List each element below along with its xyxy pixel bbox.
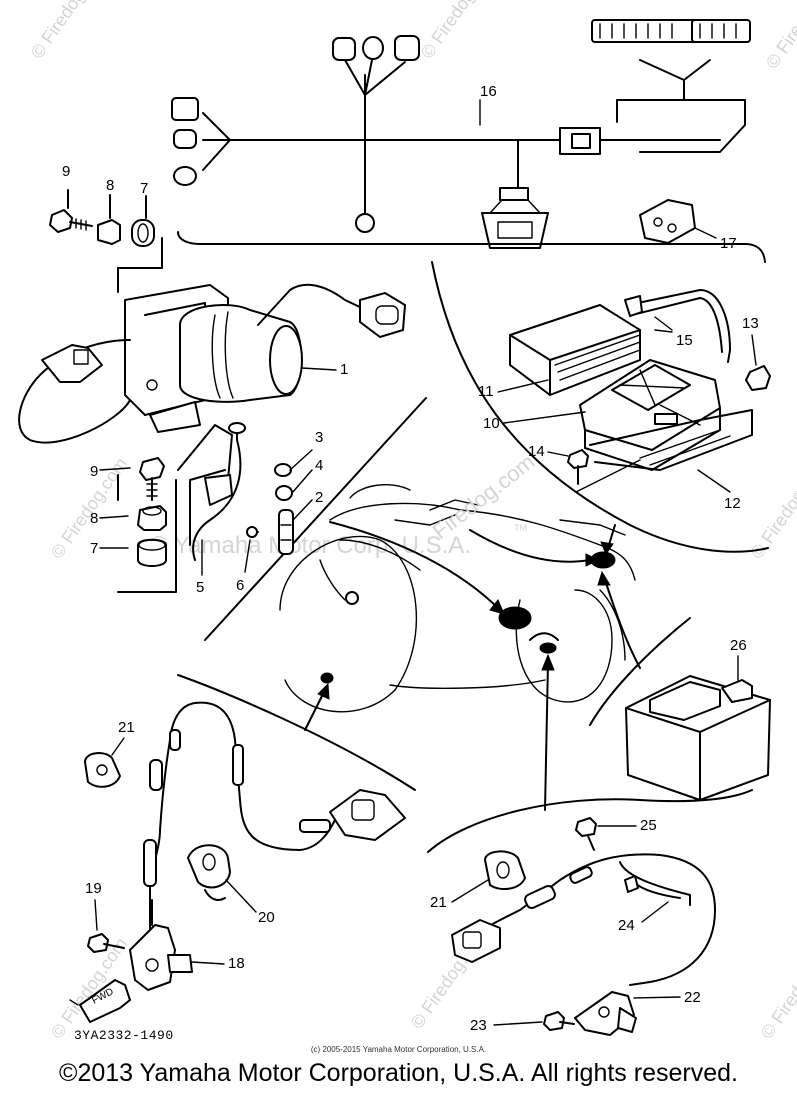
watermark-firedog: © Firedog.com [757, 934, 797, 1042]
fastener-set-lower [99, 457, 177, 593]
callout-21-right: 21 [430, 894, 447, 911]
callout-25: 25 [640, 817, 657, 834]
ecu-assembly [509, 289, 771, 493]
callout-3: 3 [315, 429, 323, 446]
copyright-footer: ©2013 Yamaha Motor Corporation, U.S.A. A… [59, 1059, 738, 1087]
callout-12: 12 [724, 495, 741, 512]
callout-24: 24 [618, 917, 635, 934]
callout-15: 15 [676, 332, 693, 349]
callout-7-upper: 7 [140, 180, 148, 197]
section-dividers [177, 231, 769, 853]
callout-14: 14 [528, 443, 545, 460]
wire-harness-16 [171, 19, 751, 249]
bracket-set [177, 424, 313, 576]
rear-sensor-group [451, 817, 716, 1036]
callout-5: 5 [196, 579, 204, 596]
small-copyright-line: (c) 2005-2015 Yamaha Motor Corporation, … [310, 1045, 487, 1054]
callout-22: 22 [684, 989, 701, 1006]
watermark-firedog: © Firedog.com [27, 0, 111, 62]
part-26-box [625, 675, 771, 801]
callout-20: 20 [258, 909, 275, 926]
callout-6: 6 [236, 577, 244, 594]
part-1-sensor-unit [18, 283, 406, 561]
callout-13: 13 [742, 315, 759, 332]
callout-10: 10 [483, 415, 500, 432]
trademark-mark: TM [514, 523, 527, 533]
watermark-firedog: © Firedog.com [417, 0, 501, 62]
callout-18: 18 [228, 955, 245, 972]
callout-4: 4 [315, 457, 323, 474]
watermark-firedog: © Firedog.com [747, 454, 797, 562]
callout-19: 19 [85, 880, 102, 897]
callout-17: 17 [720, 235, 737, 252]
watermark-firedog: © Firedog.com [762, 0, 797, 72]
callout-8-upper: 8 [106, 177, 114, 194]
callout-11: 11 [478, 383, 494, 400]
callout-8-lower: 8 [90, 510, 98, 527]
diagram-reference-code: 3YA2332-1490 [74, 1028, 174, 1043]
callout-2: 2 [315, 489, 323, 506]
part-17-connector [639, 199, 717, 244]
motorcycle-outline [279, 484, 641, 811]
front-sensor-group [69, 701, 406, 1023]
callout-7-lower: 7 [90, 540, 98, 557]
callout-16: 16 [480, 83, 497, 100]
callout-9-upper: 9 [62, 163, 70, 180]
callout-23: 23 [470, 1017, 487, 1034]
callout-9-lower: 9 [90, 463, 98, 480]
fastener-set-upper [49, 189, 163, 293]
callout-1: 1 [340, 361, 348, 378]
callout-26: 26 [730, 637, 747, 654]
callout-21-left: 21 [118, 719, 135, 736]
